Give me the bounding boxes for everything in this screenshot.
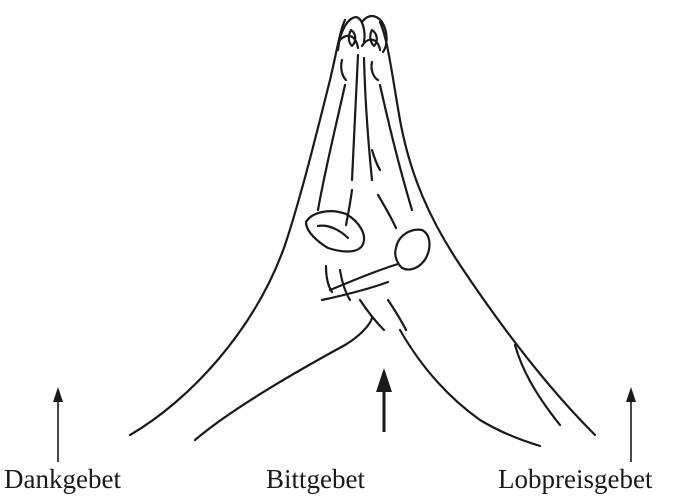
label-lobpreisgebet: Lobpreisgebet bbox=[498, 466, 652, 493]
praying-hands-icon bbox=[130, 16, 595, 446]
label-dankgebet: Dankgebet bbox=[4, 466, 121, 493]
arrow-up-icon bbox=[626, 387, 636, 462]
arrow-up-icon bbox=[53, 387, 63, 462]
label-bittgebet: Bittgebet bbox=[266, 466, 365, 493]
arrow-up-icon bbox=[376, 368, 392, 432]
